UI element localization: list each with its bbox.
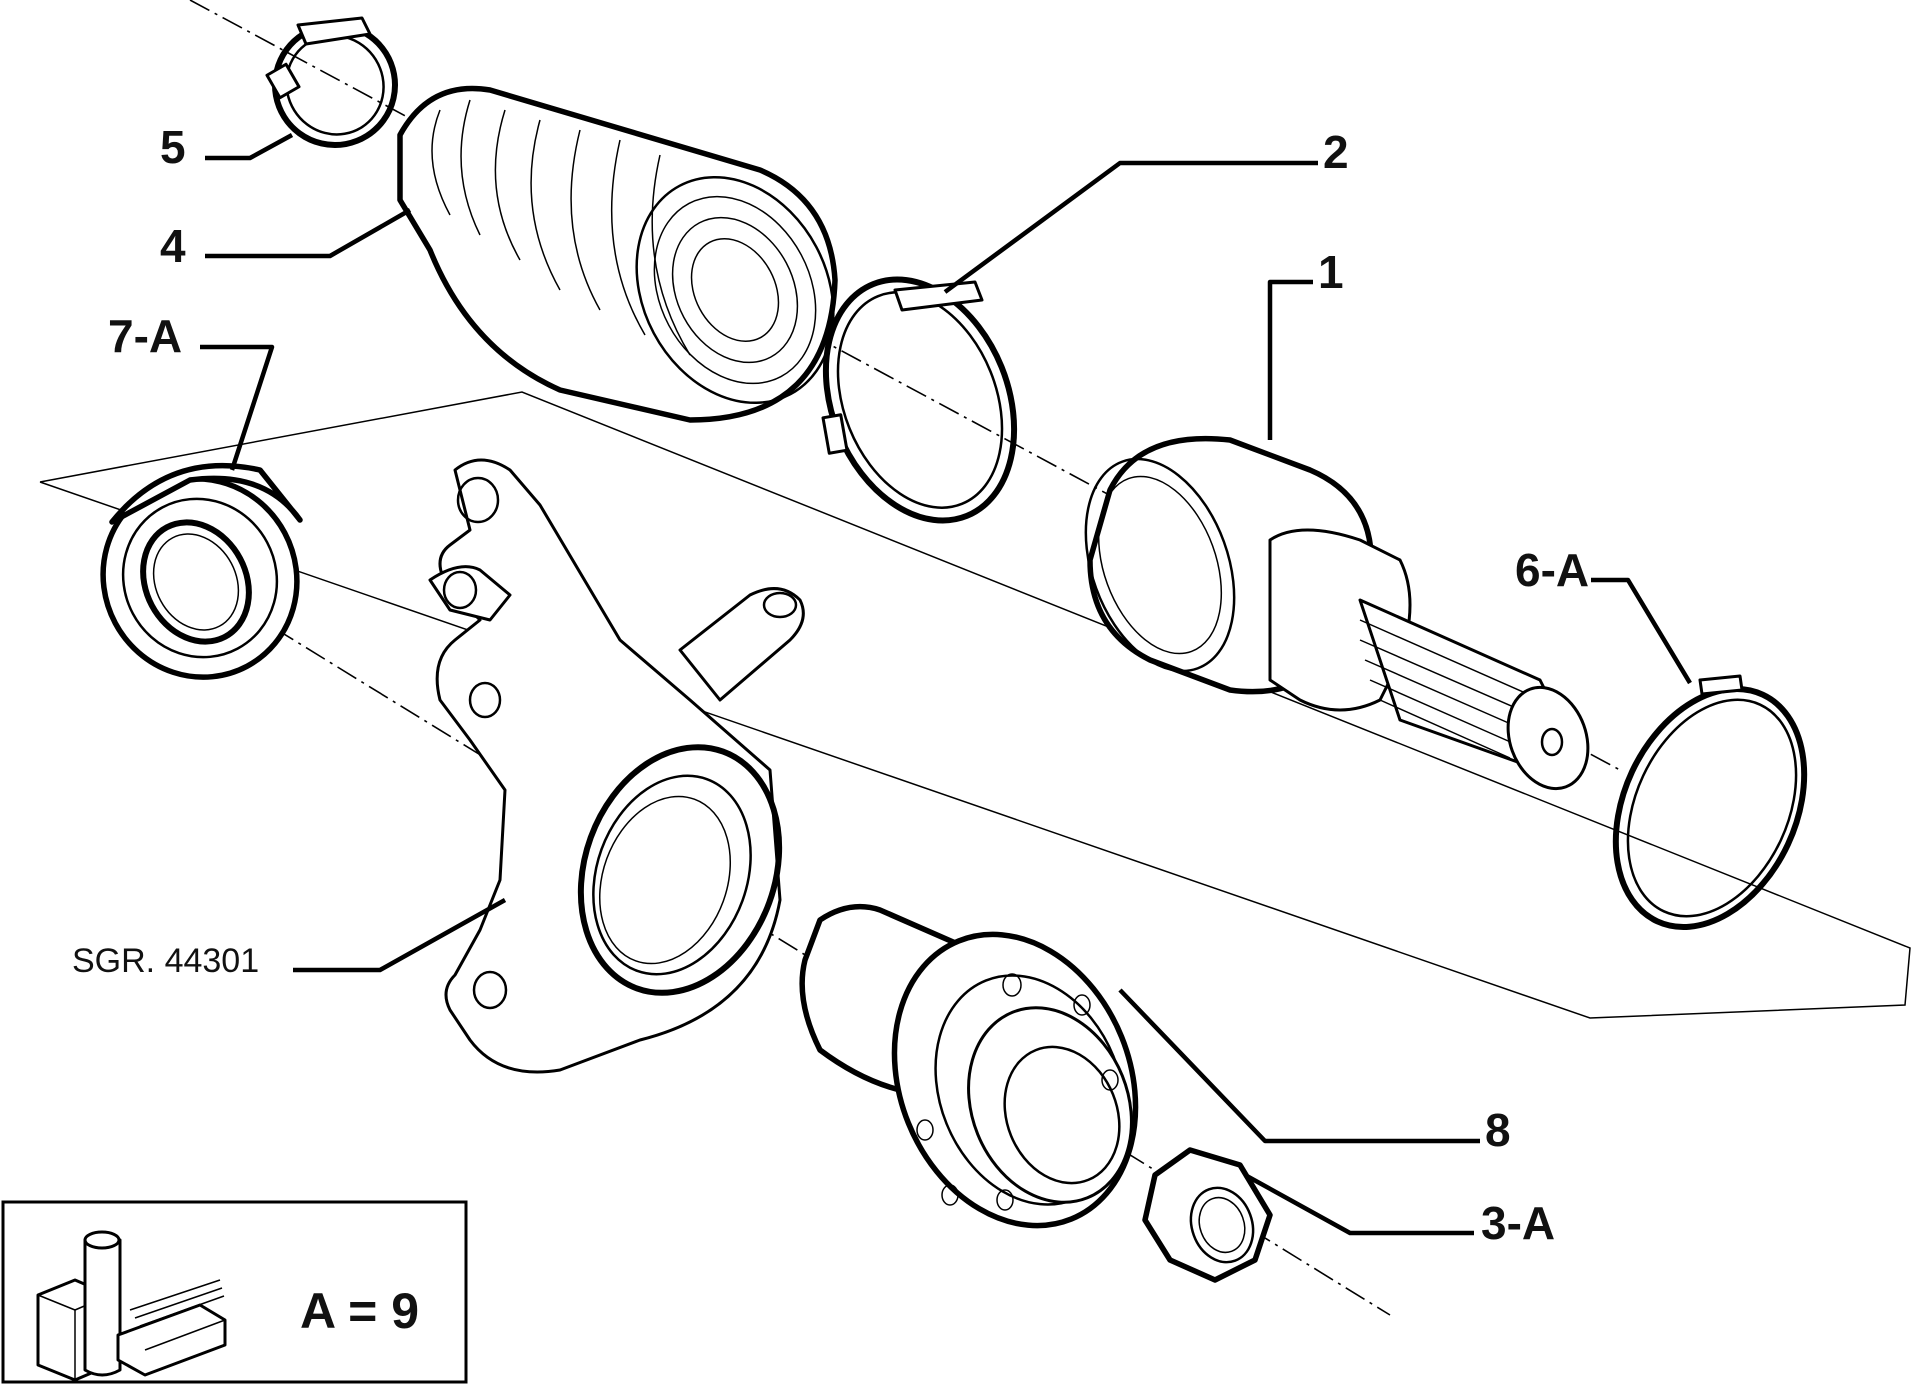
label-1: 1 xyxy=(1318,246,1344,298)
reference-plane xyxy=(39,391,1911,1019)
label-3a: 3-A xyxy=(1481,1197,1555,1249)
part-5-small-clamp xyxy=(265,16,398,148)
kit-legend-box: A = 9 xyxy=(1,1200,468,1384)
part-6a-snap-ring xyxy=(1612,674,1808,930)
kit-quantity-text: A = 9 xyxy=(300,1283,419,1339)
part-3a-hub-nut xyxy=(1142,1147,1273,1283)
leader-lines xyxy=(200,133,1692,1236)
part-8-wheel-hub xyxy=(799,903,1139,1229)
label-5: 5 xyxy=(160,121,186,173)
label-7a: 7-A xyxy=(108,310,182,362)
label-8: 8 xyxy=(1485,1104,1511,1156)
part-2-large-clamp xyxy=(821,276,1018,524)
parts-kit-icon xyxy=(36,1230,227,1382)
part-1-cv-joint xyxy=(1084,435,1590,791)
part-labels: 5 4 7-A 2 1 6-A 8 3-A SGR. 44301 xyxy=(72,121,1589,1249)
label-6a: 6-A xyxy=(1515,544,1589,596)
label-sgr-reference: SGR. 44301 xyxy=(72,942,259,980)
part-7a-bearing xyxy=(100,462,303,680)
part-4-boot xyxy=(397,85,838,423)
label-4: 4 xyxy=(160,220,186,272)
steering-knuckle xyxy=(428,458,805,1074)
label-2: 2 xyxy=(1323,126,1349,178)
